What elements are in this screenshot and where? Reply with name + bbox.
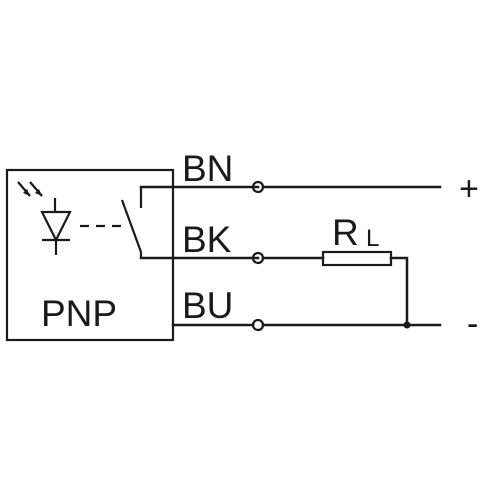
wire-label-bn: BN <box>182 148 233 189</box>
load-symbol-label: R <box>332 212 359 253</box>
wire-label-bu: BU <box>182 285 233 326</box>
light-emitter-icon <box>17 181 43 197</box>
junction-dot <box>403 321 411 329</box>
load-resistor <box>321 250 393 267</box>
terminal-bu <box>251 318 265 332</box>
led-diode-icon <box>40 198 72 255</box>
supply-negative-label: - <box>467 305 478 343</box>
wire-label-bk: BK <box>182 219 232 260</box>
sensor-type-label: PNP <box>41 293 117 334</box>
sensor-housing <box>5 168 175 342</box>
load-subscript-label: L <box>366 225 379 252</box>
supply-positive-label: + <box>459 170 479 208</box>
wire-load-return <box>389 256 409 327</box>
switch-contact-icon <box>120 187 143 258</box>
